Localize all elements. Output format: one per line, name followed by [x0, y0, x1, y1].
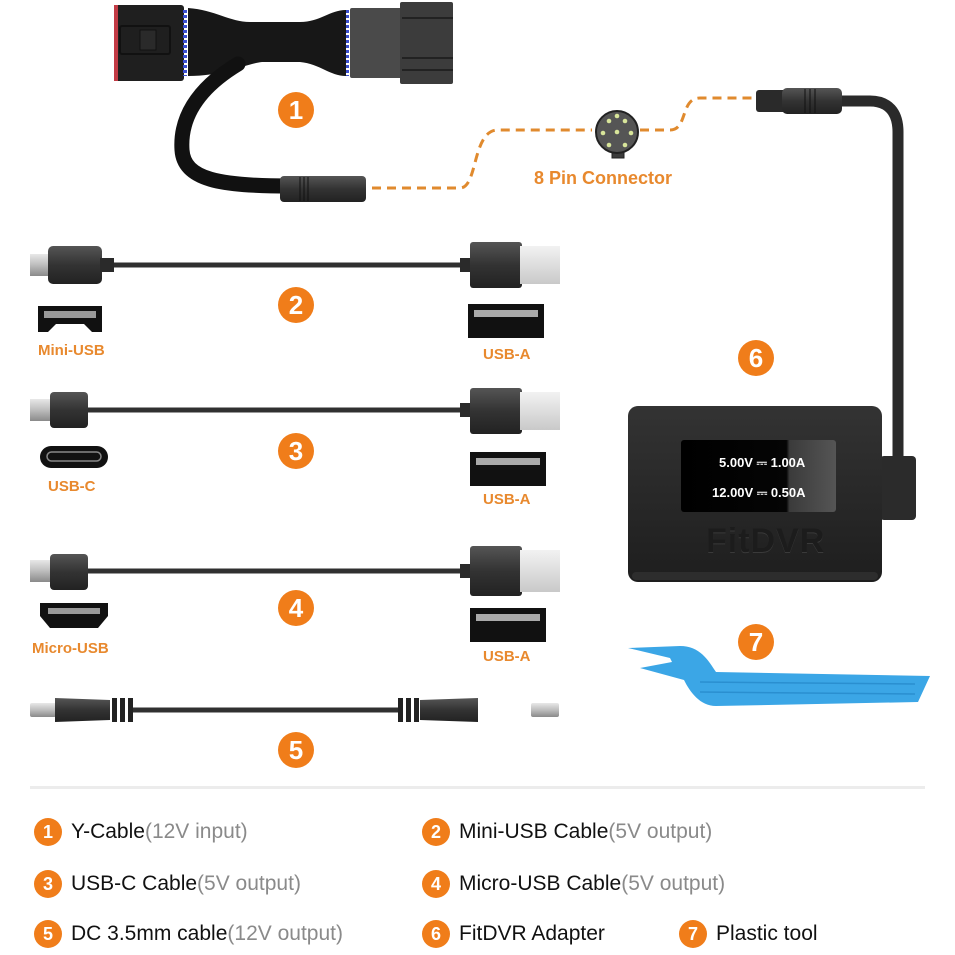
- micro-usb-cable: [30, 546, 560, 596]
- legend-title: Y-Cable: [71, 820, 145, 843]
- legend-title: Micro-USB Cable: [459, 872, 622, 895]
- display-line2-voltage: 12.00V: [712, 485, 754, 500]
- micro-usb-label: Micro-USB: [32, 640, 109, 657]
- legend-title: DC 3.5mm cable: [71, 922, 228, 945]
- badge-6: 6: [738, 340, 774, 376]
- divider: [30, 786, 925, 789]
- adapter-cable: [756, 88, 916, 520]
- mini-usb-cable: [30, 242, 560, 288]
- usb-a-port-icon: [468, 304, 544, 338]
- legend-item-2: 2 Mini-USB Cable(5V output): [422, 818, 712, 846]
- adapter-display: [681, 440, 836, 512]
- badge-2: 2: [278, 287, 314, 323]
- badge-5: 5: [278, 732, 314, 768]
- legend-title: Mini-USB Cable: [459, 820, 609, 843]
- legend-badge: 7: [679, 920, 707, 948]
- y-cable-8pin-female: [280, 176, 366, 202]
- 8-pin-connector-label: 8 Pin Connector: [534, 168, 673, 188]
- legend-item-4: 4 Micro-USB Cable(5V output): [422, 870, 725, 898]
- display-line1-voltage: 5.00V: [719, 455, 753, 470]
- dc-cable: [30, 698, 559, 722]
- legend-item-7: 7 Plastic tool: [679, 920, 818, 948]
- legend-item-3: 3 USB-C Cable(5V output): [34, 870, 301, 898]
- 8-pin-connector-icon: [595, 110, 639, 159]
- legend-title: USB-C Cable: [71, 872, 198, 895]
- badge-1: 1: [278, 92, 314, 128]
- badge-4: 4: [278, 590, 314, 626]
- legend-title: FitDVR Adapter: [459, 922, 605, 945]
- legend-detail: (5V output): [621, 872, 726, 895]
- legend-badge: 2: [422, 818, 450, 846]
- plastic-tool: [628, 646, 930, 706]
- legend-detail: (5V output): [197, 872, 301, 895]
- mini-usb-port-icon: [38, 306, 102, 332]
- connection-dashed-line: [372, 96, 752, 190]
- legend-detail: (12V input): [144, 820, 248, 843]
- legend-item-6: 6 FitDVR Adapter: [422, 920, 605, 948]
- y-cable: [114, 2, 453, 202]
- badge-7: 7: [738, 624, 774, 660]
- usb-c-port-icon: [40, 446, 108, 468]
- legend-badge: 4: [422, 870, 450, 898]
- usb-a-label: USB-A: [483, 491, 531, 508]
- fitdvr-adapter: [628, 406, 882, 582]
- display-line1-current: 1.00A: [770, 455, 806, 470]
- legend-detail: (12V output): [227, 922, 343, 945]
- display-line2: 12.00V ⎓ 0.50A: [712, 485, 806, 501]
- usb-a-label: USB-A: [483, 346, 531, 363]
- usb-c-cable: [30, 388, 560, 434]
- usb-a-port-icon: [470, 608, 546, 642]
- y-cable-sleeve: [188, 8, 346, 76]
- adapter-strain-relief: [880, 456, 916, 520]
- legend-badge: 1: [34, 818, 62, 846]
- legend-item-5: 5 DC 3.5mm cable(12V output): [34, 920, 343, 948]
- legend-title: Plastic tool: [716, 922, 818, 945]
- badge-3: 3: [278, 433, 314, 469]
- legend-badge: 5: [34, 920, 62, 948]
- usb-c-label: USB-C: [48, 478, 96, 495]
- mini-usb-label: Mini-USB: [38, 342, 105, 359]
- legend-badge: 3: [34, 870, 62, 898]
- micro-usb-port-icon: [40, 603, 108, 628]
- y-cable-right-connector: [350, 8, 402, 78]
- display-line2-current: 0.50A: [770, 485, 806, 500]
- adapter-brand-logo: FitDVR: [706, 522, 826, 560]
- usb-a-port-icon: [470, 452, 546, 486]
- legend-badge: 6: [422, 920, 450, 948]
- y-cable-branch: [174, 56, 298, 194]
- dc-symbol-icon: ⎓: [756, 485, 768, 500]
- dc-symbol-icon: ⎓: [756, 455, 767, 470]
- display-line1: 5.00V ⎓ 1.00A: [719, 455, 805, 471]
- legend-detail: (5V output): [608, 820, 713, 843]
- usb-a-label: USB-A: [483, 648, 531, 665]
- legend-item-1: 1 Y-Cable(12V input): [34, 818, 248, 846]
